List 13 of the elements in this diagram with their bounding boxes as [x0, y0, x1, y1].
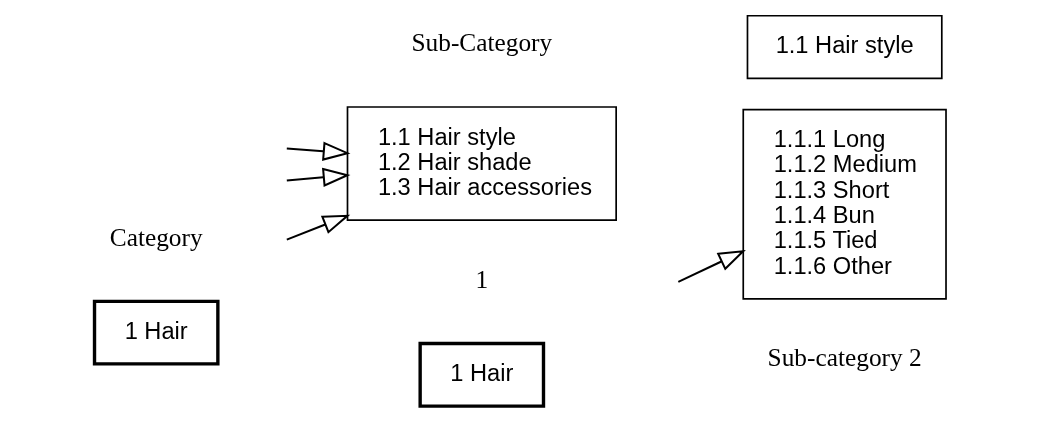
arrow — [286, 141, 350, 161]
node-box: 1 Hair — [417, 341, 545, 408]
node-box: 1.1.1 Long 1.1.2 Medium 1.1.3 Short 1.1.4 Bun 1.1.5 Tied 1.1.6 Other — [741, 108, 947, 300]
label: Category — [109, 222, 203, 251]
arrow — [286, 167, 350, 188]
arrow — [677, 249, 746, 283]
arrow — [285, 214, 350, 241]
label: Sub-Category — [410, 28, 552, 57]
label: Sub-category 2 — [767, 342, 922, 371]
node-box: 1.1 Hair style 1.2 Hair shade 1.3 Hair accessories — [346, 106, 617, 222]
node-box: 1 Hair — [92, 299, 220, 366]
label: 1 — [474, 264, 488, 293]
node-box: 1.1 Hair style — [746, 14, 943, 80]
